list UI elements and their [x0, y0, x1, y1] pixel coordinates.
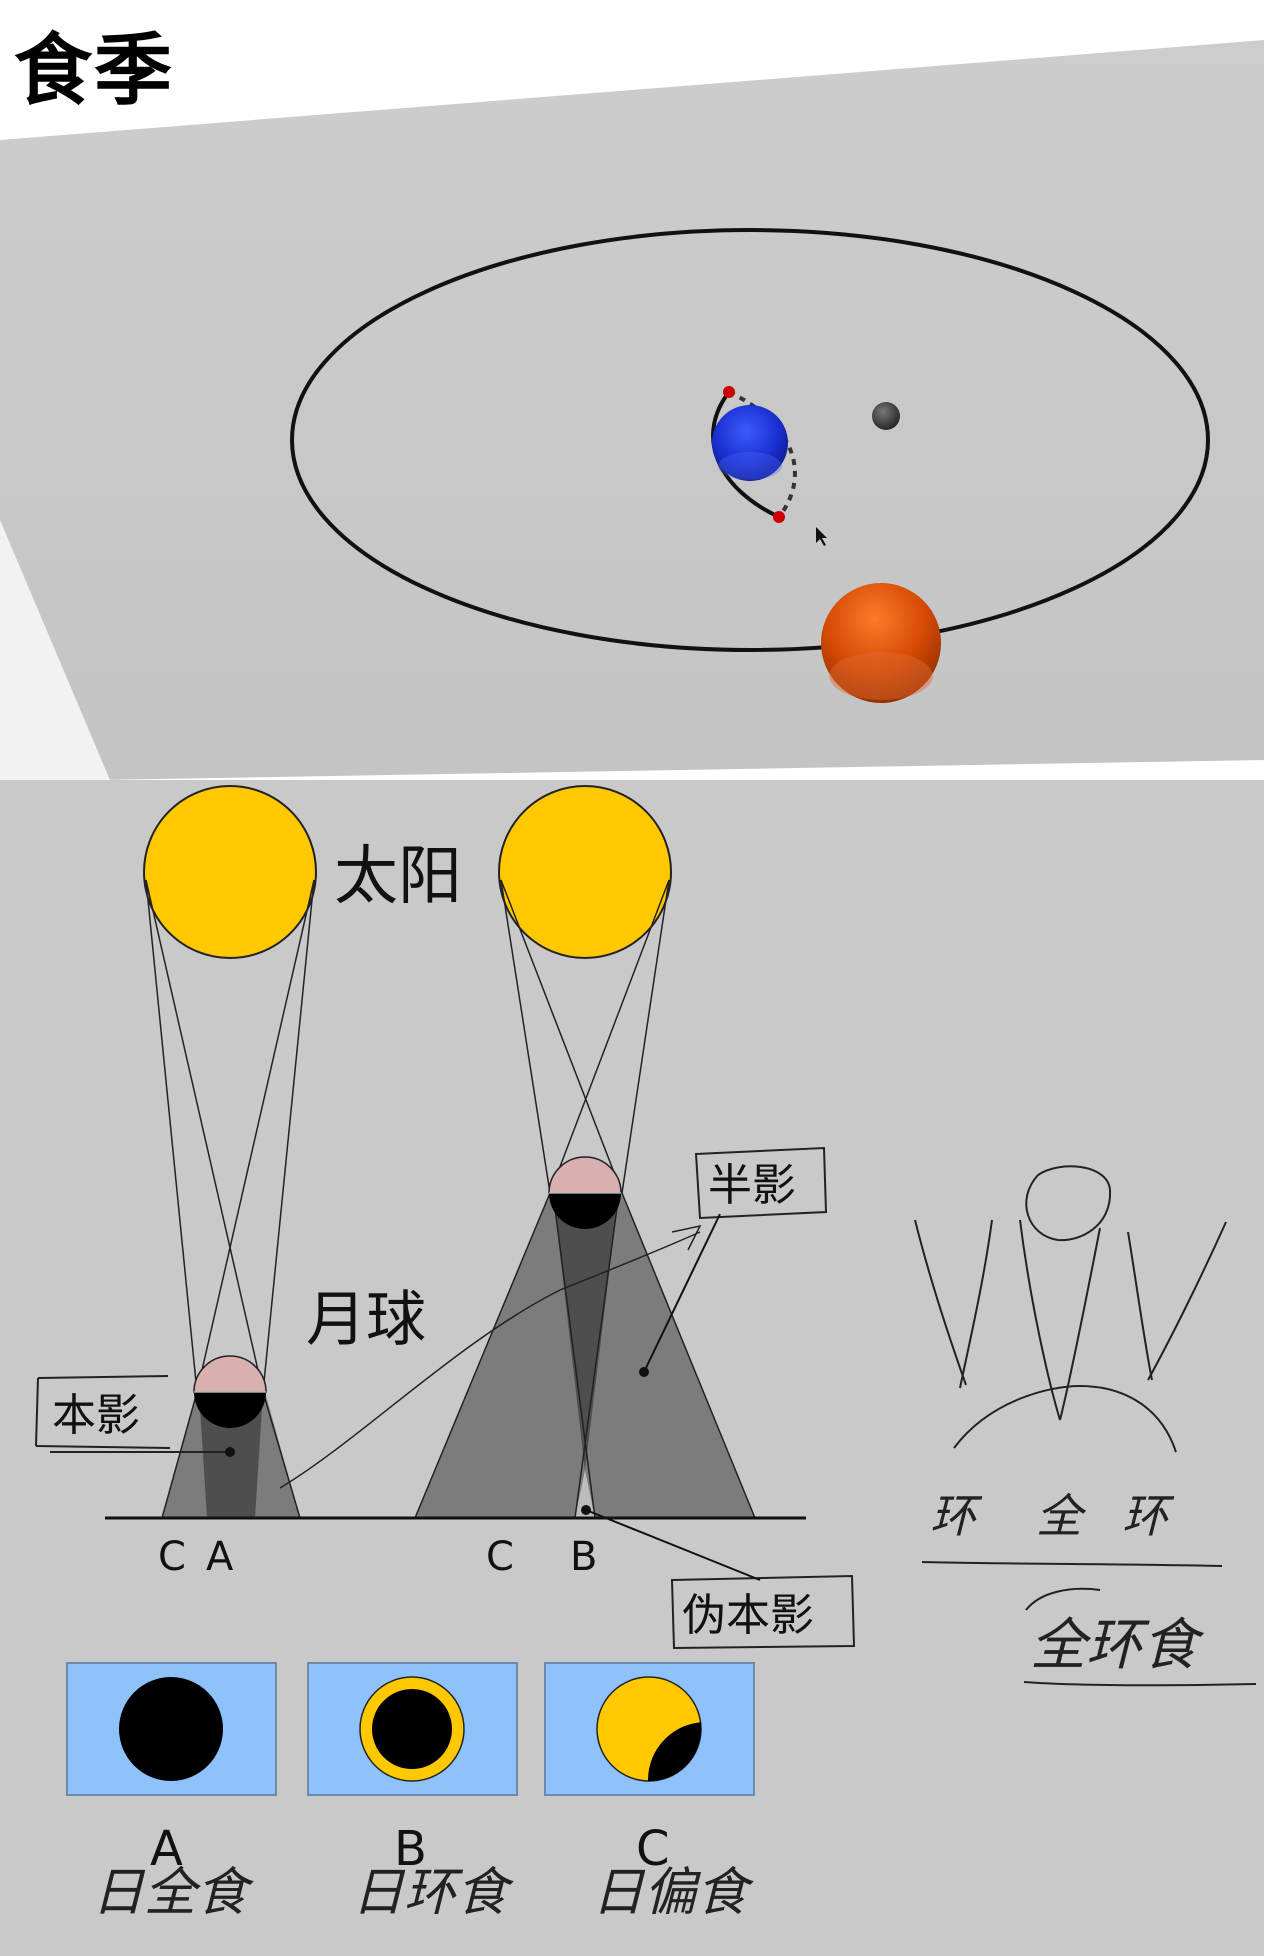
umbra-callout: 本影 [35, 1375, 235, 1457]
penumbra-callout: 半影 [279, 1146, 828, 1489]
left-sun [143, 785, 317, 959]
right-umbra-cone [553, 1193, 619, 1470]
eclipse-letter-a: A [150, 1821, 183, 1877]
page-title: 食季 [14, 26, 175, 116]
sketch-label-annular-right: 环 [1122, 1489, 1175, 1543]
right-moon-lit [548, 1156, 622, 1194]
orbital-plane [0, 40, 1264, 780]
hybrid-eclipse-sketch [914, 1165, 1257, 1687]
pseudo-umbra-label: 伪本影 [682, 1590, 814, 1641]
right-moon-dark [549, 1193, 621, 1229]
ground-label-a: A [206, 1534, 234, 1580]
penumbra-label: 半影 [708, 1160, 796, 1211]
sun-label: 太阳 [334, 840, 462, 914]
sketch-label-total: 全 [1036, 1489, 1087, 1543]
earth-orbit [290, 228, 1210, 652]
eclipse-letter-b: B [394, 1821, 427, 1877]
earth-sphere [712, 405, 788, 481]
orbit-panel: 食季 [0, 0, 1264, 780]
ground-label-c-right: C [486, 1534, 514, 1580]
ground-label-b: B [570, 1534, 597, 1580]
pseudo-umbra-callout: 伪本影 [581, 1505, 856, 1650]
eclipse-letter-c: C [636, 1821, 670, 1877]
annular-eclipse-geometry [414, 785, 756, 1519]
umbra-label: 本影 [52, 1390, 140, 1441]
descending-node-dot [773, 511, 785, 523]
mouse-cursor-icon [816, 527, 827, 546]
shadow-diagram: 太阳 月球 本影 半影 伪本影 C A C B [0, 780, 1264, 1952]
left-moon-dark [194, 1392, 266, 1428]
right-sun [498, 785, 672, 959]
eclipse-note-total: 日全食 [92, 1863, 254, 1923]
ground-label-c-left: C [158, 1534, 186, 1580]
eclipse-note-partial: 日偏食 [592, 1863, 754, 1923]
eclipse-box-partial [544, 1662, 755, 1796]
eclipse-note-annular: 日环食 [352, 1863, 514, 1923]
moon-orbit-below [728, 390, 797, 519]
eclipse-box-annular [307, 1662, 518, 1796]
eclipse-box-total [66, 1662, 277, 1796]
sun-sphere [821, 583, 941, 703]
left-moon-lit [193, 1355, 267, 1393]
shadow-panel: 太阳 月球 本影 半影 伪本影 C A C B [0, 780, 1264, 1952]
ascending-node-dot [723, 386, 735, 398]
sketch-label-annular-left: 环 [930, 1489, 983, 1543]
hybrid-eclipse-label: 全环食 [1030, 1613, 1205, 1678]
right-antumbra-region [575, 1470, 595, 1518]
moon-label: 月球 [306, 1285, 426, 1355]
orbit-diagram [0, 0, 1264, 780]
moon-sphere [872, 402, 900, 430]
